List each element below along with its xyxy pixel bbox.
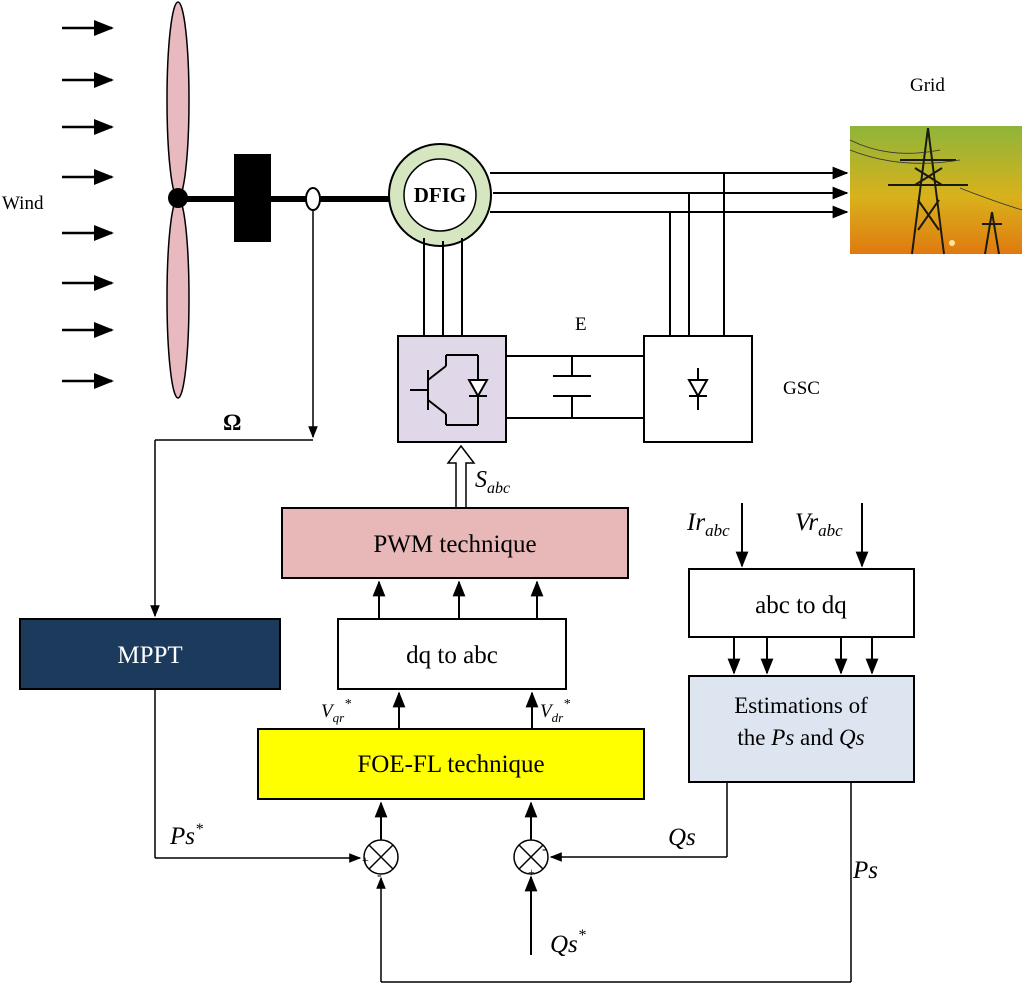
sabc-arrow <box>446 444 476 511</box>
junction1-plus: + <box>362 853 369 867</box>
abc-to-dq-block <box>688 568 915 638</box>
summing-junction-ps <box>363 839 399 875</box>
grid-label: Grid <box>910 75 945 96</box>
vdr-ref-label: Vdr* <box>540 697 570 725</box>
upper-blade <box>166 1 190 199</box>
grid-image <box>849 126 1023 255</box>
vqr-ref-label: Vqr* <box>321 697 351 725</box>
ps-ref-label: Ps* <box>169 821 203 850</box>
gearbox <box>234 154 271 242</box>
qs-label: Qs <box>668 824 696 851</box>
ir-abc-label: Irabc <box>686 509 730 540</box>
abc-to-dq-label: abc to dq <box>755 592 847 619</box>
pwm-block <box>281 507 629 579</box>
ps-label: Ps <box>852 857 878 884</box>
speed-sensor <box>305 187 321 211</box>
mppt-label: MPPT <box>117 642 182 669</box>
qs-ref-label: Qs* <box>550 927 586 958</box>
mppt-block <box>19 618 281 690</box>
dc-link <box>506 355 644 419</box>
dq-to-abc-label: dq to abc <box>406 642 498 669</box>
vr-abc-label: Vrabc <box>795 509 843 540</box>
junction2-minus: - <box>542 842 547 857</box>
wind-arrows <box>62 20 114 389</box>
foe-fl-label: FOE-FL technique <box>357 751 544 778</box>
igbt-diode-icon <box>410 354 489 426</box>
estimations-line1: Estimations of <box>734 693 868 718</box>
stator-lines <box>490 166 849 219</box>
dfig-label: DFIG <box>414 183 467 207</box>
lower-blade <box>166 197 190 399</box>
junction1-minus: - <box>377 868 382 883</box>
gsc-label: GSC <box>783 378 820 399</box>
estimations-line2: the Ps and Qs <box>737 725 864 750</box>
pwm-label: PWM technique <box>373 531 536 558</box>
junction2-plus: + <box>528 865 535 879</box>
grid-side-converter <box>643 335 753 443</box>
omega-label: Ω <box>223 410 241 435</box>
diode-icon <box>687 368 709 410</box>
foe-fl-block <box>257 728 645 800</box>
dc-link-label: E <box>575 314 587 335</box>
summing-junction-qs <box>513 839 549 875</box>
sabc-label: Sabc <box>475 467 510 497</box>
dq-to-abc-block <box>337 618 567 690</box>
estimations-block <box>688 675 915 783</box>
wind-label: Wind <box>2 193 44 214</box>
